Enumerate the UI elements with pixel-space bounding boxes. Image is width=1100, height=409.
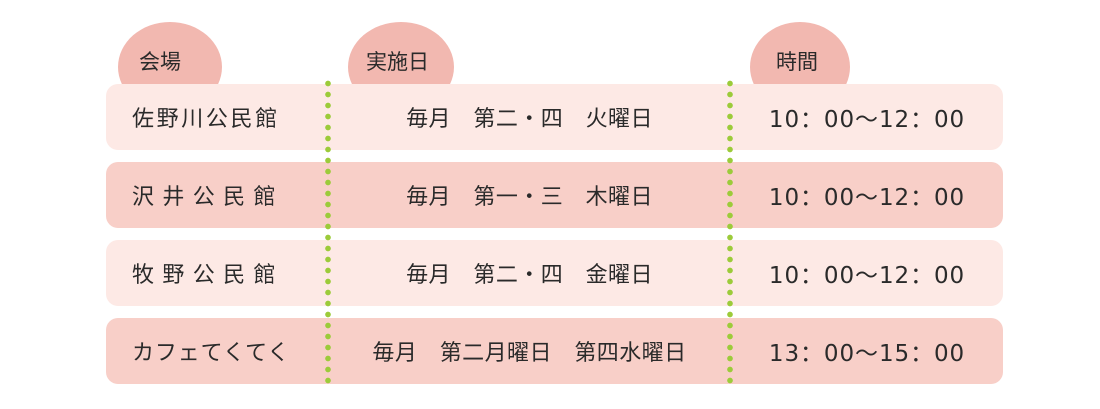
- column-divider-right: [727, 78, 733, 386]
- time-cell: 10：00～12：00: [768, 107, 966, 133]
- date-cell: 毎月 第二月曜日 第四水曜日: [372, 341, 687, 366]
- time-cell: 10：00～12：00: [768, 185, 966, 211]
- date-cell: 毎月 第二・四 金曜日: [406, 263, 653, 288]
- time-cell: 13：00～15：00: [768, 341, 966, 367]
- date-cell: 毎月 第一・三 木曜日: [406, 185, 653, 210]
- date-header: 実施日: [366, 50, 429, 74]
- column-divider-left: [325, 78, 331, 386]
- table-row: カフェてくてく 毎月 第二月曜日 第四水曜日 13：00～15：00: [106, 318, 1003, 384]
- table-row: 佐野川公民館 毎月 第二・四 火曜日 10：00～12：00: [106, 84, 1003, 150]
- venue-header: 会場: [139, 50, 181, 74]
- time-header: 時間: [776, 50, 818, 74]
- venue-cell: カフェてくてく: [132, 341, 291, 366]
- table-row: 沢井公民館 毎月 第一・三 木曜日 10：00～12：00: [106, 162, 1003, 228]
- date-cell: 毎月 第二・四 火曜日: [406, 107, 653, 132]
- venue-cell: 沢井公民館: [132, 185, 284, 210]
- venue-cell: 牧野公民館: [132, 263, 284, 288]
- time-cell: 10：00～12：00: [768, 263, 966, 289]
- table-row: 牧野公民館 毎月 第二・四 金曜日 10：00～12：00: [106, 240, 1003, 306]
- venue-cell: 佐野川公民館: [132, 107, 280, 132]
